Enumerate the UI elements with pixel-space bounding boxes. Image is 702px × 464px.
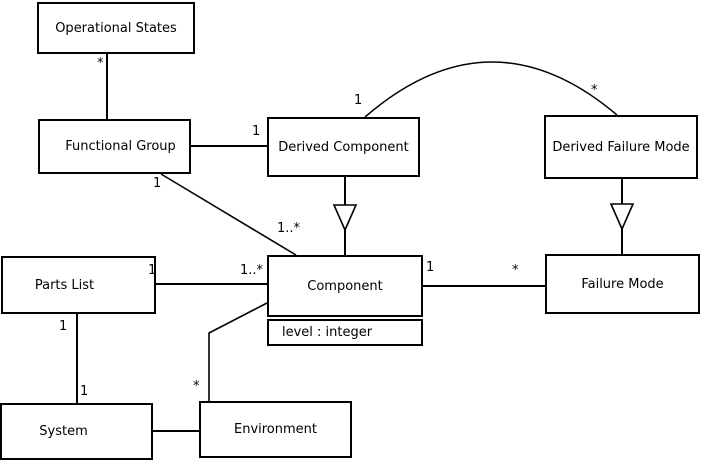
class-parts-list: Parts List — [1, 256, 156, 314]
association-component-environment — [208, 302, 268, 401]
class-name: Operational States — [55, 20, 177, 36]
association-derived-component-derived-failure-mode — [364, 61, 618, 118]
class-component-attributes: level : integer — [267, 319, 423, 346]
generalization-derived-component-component — [332, 176, 358, 255]
class-name: Derived Component — [278, 139, 409, 155]
class-operational-states: Operational States — [37, 2, 195, 54]
class-name: Functional Group — [65, 139, 176, 154]
class-name: Environment — [233, 422, 317, 437]
class-name: Parts List — [34, 277, 95, 293]
multiplicity-label: * — [97, 56, 104, 71]
multiplicity-label: 1 — [148, 263, 157, 278]
multiplicity-label: 1..* — [240, 263, 264, 278]
class-derived-component: Derived Component — [267, 117, 420, 177]
multiplicity-label: 1 — [426, 260, 435, 275]
class-component: Component — [267, 255, 423, 317]
multiplicity-label: * — [512, 263, 519, 278]
class-derived-failure-mode: Derived Failure Mode — [544, 115, 698, 179]
multiplicity-label: 1 — [354, 93, 363, 108]
multiplicity-label: 1 — [59, 319, 68, 334]
multiplicity-label: 1 — [252, 124, 261, 139]
hollow-triangle-arrowhead-icon — [609, 203, 635, 231]
class-environment: Environment — [199, 401, 352, 458]
class-failure-mode: Failure Mode — [545, 254, 700, 314]
class-name: System — [39, 424, 88, 439]
class-name: Component — [307, 278, 383, 294]
multiplicity-label: * — [193, 379, 200, 394]
hollow-triangle-arrowhead-icon — [332, 204, 358, 232]
multiplicity-label: 1..* — [277, 221, 301, 236]
class-attribute: level : integer — [282, 325, 373, 340]
multiplicity-label: * — [591, 83, 598, 98]
class-functional-group: Functional Group — [38, 119, 191, 174]
generalization-derived-failure-mode-failure-mode — [609, 179, 635, 255]
class-system: System — [0, 403, 153, 460]
class-name: Derived Failure Mode — [552, 139, 690, 155]
class-name: Failure Mode — [581, 276, 664, 292]
multiplicity-label: 1 — [153, 176, 162, 191]
association-functional-group-component — [160, 173, 297, 256]
multiplicity-label: 1 — [80, 384, 89, 399]
